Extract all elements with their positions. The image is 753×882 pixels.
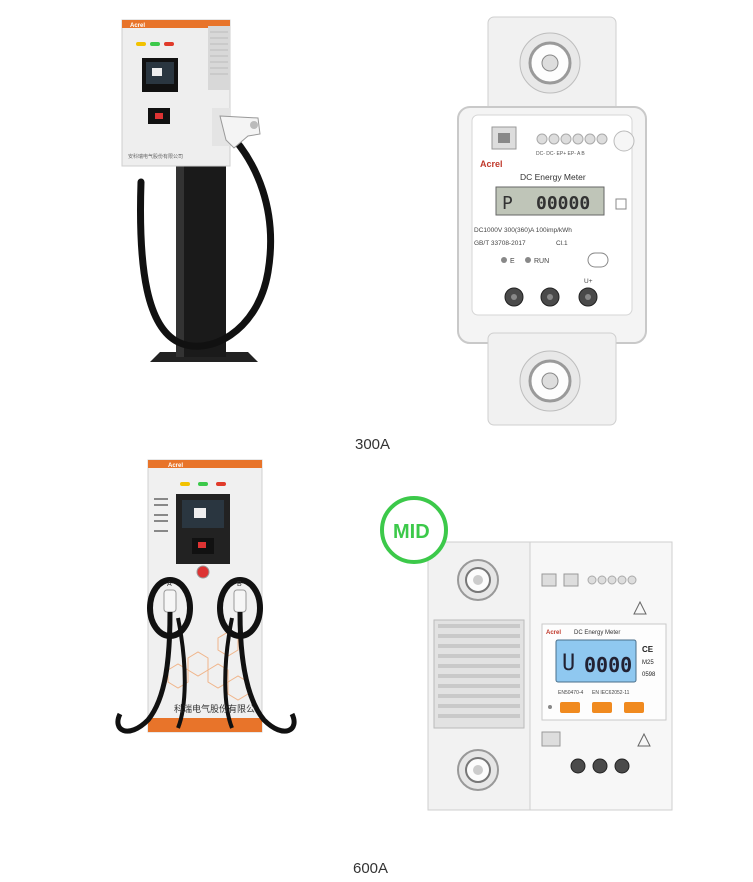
meter600-title: DC Energy Meter — [574, 630, 620, 636]
charger2-brand: Acrel — [168, 463, 183, 469]
meter300-terminal-labels: DC- DC- EP+ EP- A B — [536, 151, 585, 157]
meter300-lcd-mode: P — [502, 193, 513, 214]
meter300-brand: Acrel — [480, 159, 503, 169]
charger1-brand: Acrel — [130, 23, 145, 29]
meter600-m-year: M25 — [642, 660, 654, 666]
charger2-gun-a: A — [167, 581, 172, 588]
meter600-lcd-value: 0000 — [584, 653, 632, 677]
meter300-indicator-run: RUN — [534, 258, 549, 265]
charger2-company: 科瑞电气股份有限公 — [174, 703, 255, 714]
meter300-spec-class: Cl.1 — [556, 240, 568, 247]
single-gun-charger-image: Acrel 安科瑞电气股份有限公司 — [121, 19, 275, 362]
meter300-indicator-e: E — [510, 258, 515, 265]
meter600-ce: CE — [642, 645, 654, 654]
meter600-lcd-mode: U — [562, 651, 575, 676]
meter300-spec-line2: GB/T 33708-2017 — [474, 240, 526, 247]
meter600-cert1: EN50470-4 — [558, 690, 584, 696]
charger2-gun-b: B — [237, 581, 242, 588]
meter300-terminal-u: U+ — [584, 278, 593, 285]
dc-energy-meter-600a-image: Acrel DC Energy Meter U 0000 EN50470-4 E… — [380, 496, 673, 811]
meter600-mid-badge: MID — [393, 521, 430, 543]
dual-gun-charger-image: Acrel A B 科瑞电气股份有限公 — [115, 459, 297, 734]
meter300-lcd-value: 00000 — [536, 193, 590, 214]
caption-300a: 300A — [355, 436, 391, 453]
caption-600a: 600A — [353, 860, 389, 877]
dc-energy-meter-300a-image: DC- DC- EP+ EP- A B Acrel DC Energy Mete… — [457, 16, 647, 426]
charger1-company: 安科瑞电气股份有限公司 — [128, 153, 183, 160]
meter600-cert2: EN IEC62052-11 — [592, 690, 630, 696]
meter300-spec-line1: DC1000V 300(360)A 100imp/kWh — [474, 227, 572, 234]
meter600-brand: Acrel — [546, 630, 561, 636]
meter600-notified: 0598 — [642, 672, 656, 678]
meter300-title: DC Energy Meter — [520, 172, 586, 182]
